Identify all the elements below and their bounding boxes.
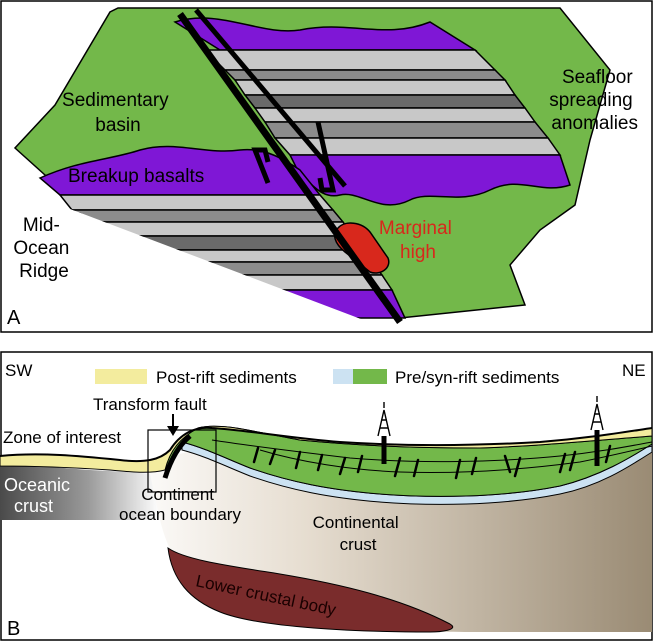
anomaly-stripe [223, 69, 507, 81]
anomaly-stripe [263, 121, 550, 139]
seafloor-spreading-label: Seafloor spreading anomalies [549, 67, 638, 134]
panel-b-letter: B [7, 618, 20, 640]
legend-swatch-pre-syn-rift-blue [333, 369, 353, 384]
stratigraphic-horizon [211, 439, 653, 463]
transform-fault-label: Transform fault [93, 395, 207, 414]
sedimentary-basin-label: Sedimentary basin [62, 90, 174, 136]
anomaly-stripe [203, 49, 497, 71]
marginal-high [333, 222, 390, 274]
direction-sw: SW [5, 361, 32, 380]
stratigraphic-horizon [259, 445, 653, 473]
continental-crust-label: Continental crust [313, 513, 404, 554]
anomaly-stripe [253, 107, 537, 123]
down-arrow-icon [167, 414, 179, 436]
legend: Post-rift sediments Pre/syn-rift sedimen… [95, 368, 559, 387]
mid-ocean-ridge-label: Mid- Ocean Ridge [13, 215, 74, 282]
transform-fault-line [194, 8, 347, 188]
legend-label-pre-syn-rift: Pre/syn-rift sediments [395, 368, 559, 387]
continent-ocean-boundary-label: Continent ocean boundary [119, 485, 241, 524]
anomaly-stripe [58, 194, 335, 211]
anomaly-stripe [243, 94, 527, 109]
breakup-basalts-upper [173, 17, 478, 51]
legend-swatch-post-rift [95, 369, 147, 384]
zone-of-interest-label: Zone of interest [3, 428, 121, 447]
sediment-faults [252, 444, 612, 480]
panel-a-letter: A [7, 307, 21, 329]
marginal-high-label: Marginal high [379, 218, 457, 263]
shear-arrow-icon [251, 121, 337, 193]
anomaly-stripe [233, 79, 517, 96]
oceanic-crust-label: Oceanic crust [4, 475, 75, 516]
oil-derrick-icon [377, 402, 391, 464]
anomaly-stripe [70, 209, 345, 223]
breakup-basalts-label: Breakup basalts [68, 166, 204, 187]
transform-fault-trace [162, 434, 192, 479]
panel-b: Post-rift sediments Pre/syn-rift sedimen… [0, 351, 653, 641]
legend-swatch-pre-syn-rift-green [353, 369, 387, 384]
oceanic-crust-area [0, 465, 160, 520]
oil-derrick-icon [590, 396, 604, 466]
lower-crustal-body [167, 546, 453, 633]
zone-of-interest-box [147, 429, 217, 493]
panel-a: Sedimentary basin Seafloor spreading ano… [0, 0, 653, 333]
seabed-line [0, 426, 653, 463]
direction-ne: NE [622, 361, 646, 380]
breakup-basalts-east [288, 154, 571, 206]
legend-label-post-rift: Post-rift sediments [156, 368, 297, 387]
transform-fault-line [177, 11, 403, 325]
